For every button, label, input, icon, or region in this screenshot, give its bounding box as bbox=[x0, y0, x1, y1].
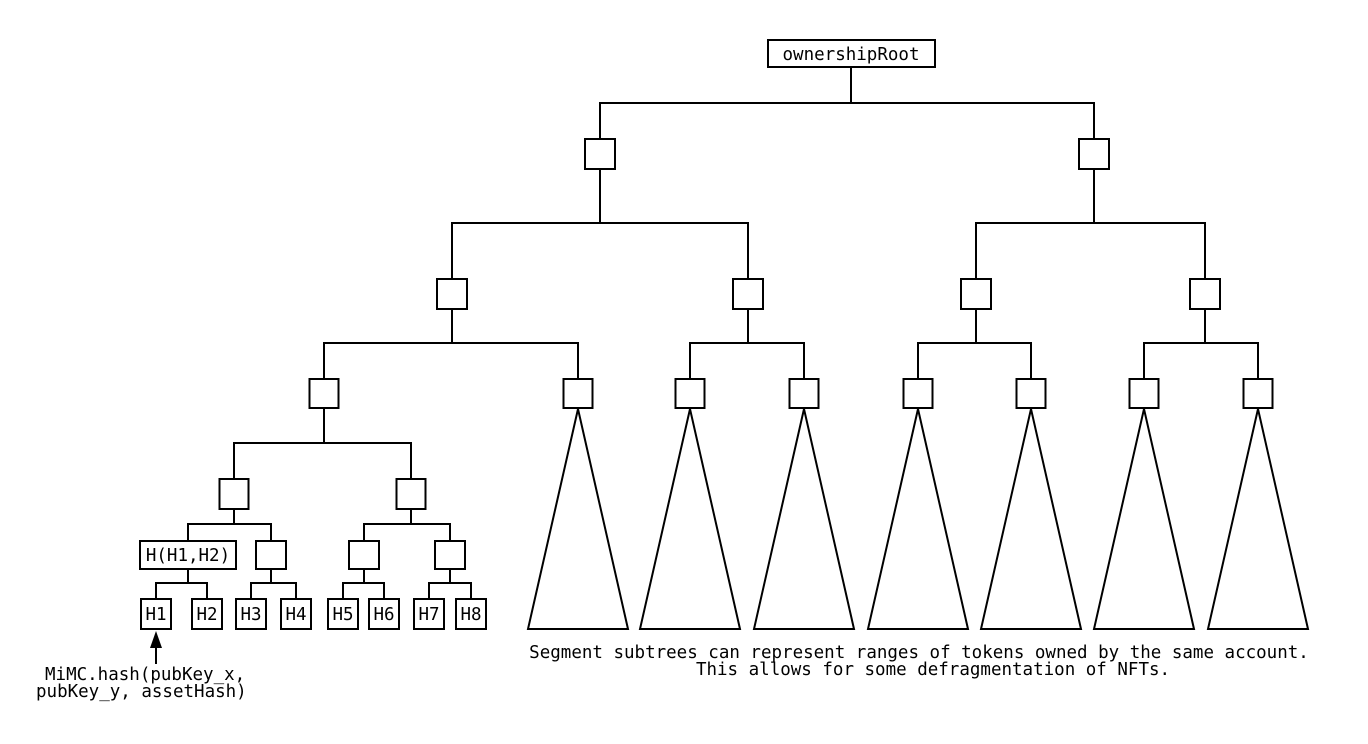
tree-nodes bbox=[139, 39, 1274, 630]
leaf-node bbox=[455, 598, 487, 630]
leaf-node bbox=[280, 598, 312, 630]
internal-node bbox=[562, 378, 594, 409]
leaf-label: H3 bbox=[240, 605, 261, 625]
ownership-root-label: ownershipRoot bbox=[783, 45, 920, 65]
segment-note: Segment subtrees can represent ranges of… bbox=[529, 643, 1309, 680]
leaf-label: H2 bbox=[196, 605, 217, 625]
up-arrow-icon bbox=[150, 631, 162, 648]
leaf-node bbox=[191, 598, 223, 630]
hash-node-label: H(H1,H2) bbox=[146, 546, 230, 566]
mimc-annotation-line1: MiMC.hash(pubKey_x, bbox=[45, 665, 245, 685]
internal-node bbox=[348, 540, 380, 570]
connector-l5c-leaves bbox=[342, 569, 385, 599]
connector-l2d-l3 bbox=[1143, 309, 1259, 379]
internal-node bbox=[584, 138, 616, 170]
segment-note-line2: This allows for some defragmentation of … bbox=[696, 660, 1170, 680]
connector-l2b-l3 bbox=[689, 309, 805, 379]
mimc-annotation-line2: pubKey_y, assetHash) bbox=[36, 682, 247, 702]
segment-subtree-triangle bbox=[1206, 408, 1310, 630]
segment-subtree-triangle bbox=[752, 408, 856, 630]
leaf-node bbox=[327, 598, 359, 630]
connector-l2c-l3 bbox=[917, 309, 1032, 379]
hash-node bbox=[139, 540, 237, 570]
leaf-label: H6 bbox=[373, 605, 394, 625]
connector-l5a-leaves bbox=[155, 569, 208, 599]
segment-subtree-triangle bbox=[866, 408, 970, 630]
leaf-node bbox=[413, 598, 445, 630]
leaf-annotation: MiMC.hash(pubKey_x, pubKey_y, assetHash) bbox=[36, 631, 247, 702]
connector-l1b-l2 bbox=[975, 169, 1206, 279]
internal-node bbox=[1128, 378, 1160, 409]
internal-node bbox=[732, 278, 764, 310]
leaf-label: H8 bbox=[460, 605, 481, 625]
internal-node bbox=[674, 378, 706, 409]
internal-node bbox=[308, 378, 340, 409]
leaf-label: H7 bbox=[418, 605, 439, 625]
internal-node bbox=[1078, 138, 1110, 170]
internal-node bbox=[902, 378, 934, 409]
segment-subtrees bbox=[526, 408, 1310, 630]
connector-root-l1 bbox=[599, 66, 1095, 139]
leaf-node bbox=[368, 598, 400, 630]
internal-node bbox=[1189, 278, 1221, 310]
connector-l4b-l5 bbox=[363, 509, 451, 541]
leaf-label: H4 bbox=[285, 605, 306, 625]
internal-node bbox=[395, 478, 427, 510]
tree-node-labels: ownershipRoot H(H1,H2) H1 H2 H3 H4 H5 H6… bbox=[145, 45, 919, 625]
segment-subtree-triangle bbox=[1092, 408, 1196, 630]
tree-connectors bbox=[155, 66, 1259, 599]
internal-node bbox=[255, 540, 287, 570]
ownership-root-node bbox=[767, 39, 936, 68]
internal-node bbox=[1242, 378, 1274, 409]
internal-node bbox=[436, 278, 468, 310]
leaf-node bbox=[140, 598, 172, 630]
leaf-node bbox=[235, 598, 267, 630]
connector-l1a-l2 bbox=[451, 169, 749, 279]
segment-note-line1: Segment subtrees can represent ranges of… bbox=[529, 643, 1309, 663]
segment-subtree-triangle bbox=[526, 408, 630, 630]
connector-l5b-leaves bbox=[250, 569, 297, 599]
leaf-label: H5 bbox=[332, 605, 353, 625]
segment-subtree-triangle bbox=[638, 408, 742, 630]
connector-l4a-l5 bbox=[187, 509, 272, 541]
connector-l5d-leaves bbox=[428, 569, 472, 599]
internal-node bbox=[788, 378, 820, 409]
connector-l2a-l3 bbox=[323, 309, 579, 379]
leaf-label: H1 bbox=[145, 605, 166, 625]
internal-node bbox=[960, 278, 992, 310]
connector-l3a-l4 bbox=[233, 408, 412, 479]
internal-node bbox=[1015, 378, 1047, 409]
internal-node bbox=[218, 478, 250, 510]
segment-subtree-triangle bbox=[979, 408, 1083, 630]
internal-node bbox=[434, 540, 466, 570]
